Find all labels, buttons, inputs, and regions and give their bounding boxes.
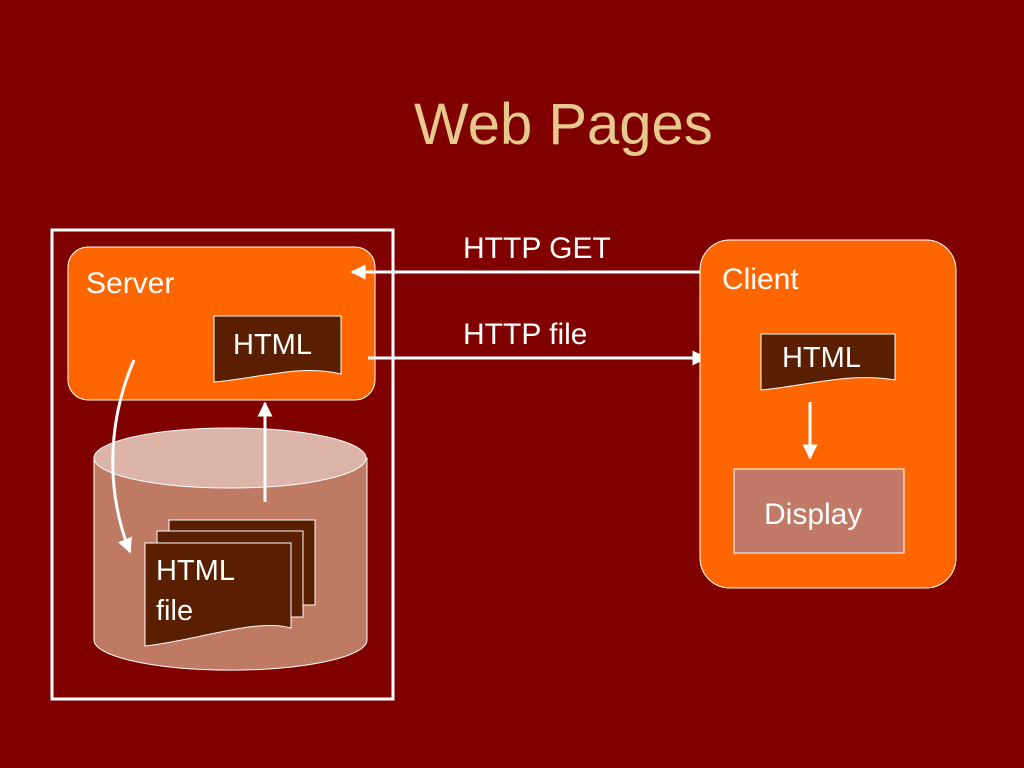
slide-title: Web Pages [414,92,713,157]
display-box: Display [733,468,905,554]
server-boundary [50,228,395,701]
server-label: Server [86,267,174,300]
http-get-label: HTTP GET [463,232,611,265]
client-label: Client [722,263,799,296]
client-html-label: HTML [782,342,861,374]
storage-file-label-line2: file [156,595,193,627]
client-html-document: HTML [760,333,896,391]
fetch-arrow [111,359,136,554]
server-html-document: HTML [213,315,342,383]
server-box: Server HTML [67,246,376,401]
client-box: Client HTML Display [699,239,957,589]
storage-file-label: HTML [156,555,235,587]
storage-html-files: HTML file [144,519,316,647]
server-html-label: HTML [233,329,312,361]
http-file-label: HTTP file [463,318,587,351]
display-label: Display [764,498,862,531]
